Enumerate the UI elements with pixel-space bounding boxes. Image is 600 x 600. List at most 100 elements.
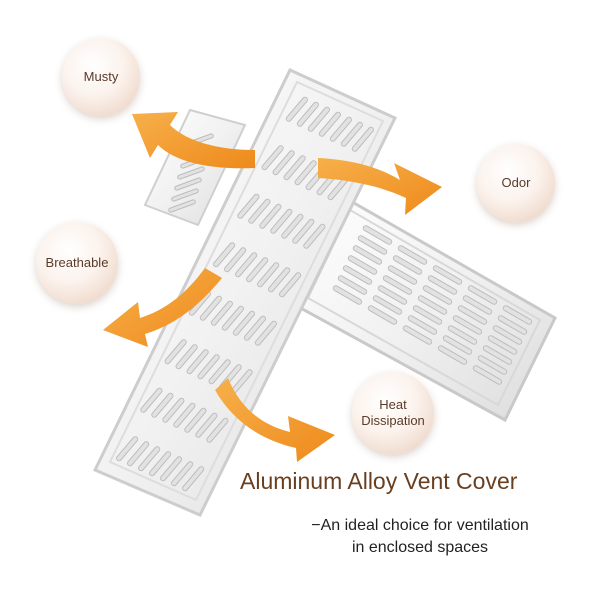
breathable-label: Breathable bbox=[45, 254, 109, 270]
vent-slot bbox=[259, 203, 282, 229]
vent-slot bbox=[213, 242, 236, 268]
vent-slot bbox=[351, 126, 374, 152]
vent-slot bbox=[261, 145, 284, 171]
vent-slot bbox=[243, 315, 266, 341]
vent-slot bbox=[417, 295, 448, 315]
vent-slot bbox=[162, 397, 185, 423]
vent-slot bbox=[377, 285, 408, 305]
vent-slot bbox=[294, 160, 317, 186]
vent-slot bbox=[224, 247, 247, 273]
vent-slot bbox=[342, 265, 373, 285]
vent-slot bbox=[182, 466, 205, 492]
vent-slot bbox=[318, 111, 341, 137]
vent-slot bbox=[407, 315, 438, 335]
vent-slot bbox=[397, 245, 428, 265]
vent-slot bbox=[208, 359, 231, 385]
heat-label-line1: Heat bbox=[379, 396, 407, 412]
vent-slot bbox=[340, 121, 363, 147]
vent-slot bbox=[171, 461, 194, 487]
vent-slot bbox=[221, 305, 244, 331]
vent-slot bbox=[171, 188, 199, 202]
vent-slot bbox=[502, 305, 533, 325]
vent-slot bbox=[116, 436, 139, 462]
vent-slot bbox=[272, 150, 295, 176]
vent-slot bbox=[307, 106, 330, 132]
vent-slot bbox=[254, 320, 277, 346]
vent-slot bbox=[237, 193, 260, 219]
vent-slot bbox=[487, 335, 518, 355]
vent-slot bbox=[447, 325, 478, 345]
vent-slot bbox=[197, 354, 220, 380]
vent-slot bbox=[477, 355, 508, 375]
vent-slot bbox=[452, 315, 483, 335]
vent-slot bbox=[257, 262, 280, 288]
vent-slot bbox=[138, 446, 161, 472]
vent-slot bbox=[442, 335, 473, 355]
vent-slot bbox=[392, 255, 423, 275]
vent-slot bbox=[422, 285, 453, 305]
vent-slot bbox=[174, 177, 202, 191]
vent-slot bbox=[232, 310, 255, 336]
vent-slot bbox=[432, 265, 463, 285]
vent-slot bbox=[175, 344, 198, 370]
vent-slot bbox=[177, 166, 205, 180]
vent-slot bbox=[372, 295, 403, 315]
vent-slot bbox=[206, 417, 229, 443]
vent-slot bbox=[248, 198, 271, 224]
product-title: Aluminum Alloy Vent Cover bbox=[240, 468, 518, 494]
arrow-icon bbox=[103, 112, 442, 462]
vent-slot bbox=[467, 285, 498, 305]
vent-slot bbox=[281, 213, 304, 239]
vent-slot bbox=[186, 349, 209, 375]
vent-slot bbox=[437, 345, 468, 365]
vent-slot bbox=[199, 295, 222, 321]
vent-slot bbox=[296, 101, 319, 127]
vent-slot bbox=[151, 392, 174, 418]
vent-slot bbox=[402, 325, 433, 345]
vent-slot bbox=[357, 235, 388, 255]
breathable-bubble: Breathable bbox=[36, 222, 118, 304]
musty-label: Musty bbox=[83, 68, 119, 84]
vent-slot bbox=[149, 451, 172, 477]
vent-slot bbox=[279, 272, 302, 298]
vent-slot bbox=[367, 305, 398, 325]
vent-slot bbox=[283, 155, 306, 181]
vent-slot bbox=[332, 285, 363, 305]
odor-label: Odor bbox=[501, 174, 531, 190]
vent-slot bbox=[329, 116, 352, 142]
vent-slot bbox=[472, 365, 503, 385]
musty-bubble: Musty bbox=[62, 38, 140, 116]
vent-slot bbox=[352, 245, 383, 265]
vent-slot bbox=[164, 339, 187, 365]
vent-slot bbox=[268, 267, 291, 293]
vent-slot bbox=[140, 387, 163, 413]
vent-slot bbox=[160, 456, 183, 482]
vent-slot bbox=[492, 325, 523, 345]
vent-slot bbox=[457, 305, 488, 325]
vent-slot bbox=[168, 199, 196, 213]
vent-slot bbox=[195, 412, 218, 438]
vent-slot bbox=[427, 275, 458, 295]
vent-slot bbox=[347, 255, 378, 275]
vent-slot bbox=[387, 265, 418, 285]
vent-slot bbox=[127, 441, 150, 467]
subtitle-line1: −An ideal choice for ventilation bbox=[311, 517, 529, 534]
vent-slot bbox=[173, 402, 196, 428]
vent-slot bbox=[210, 300, 233, 326]
heat-label-line2: Dissipation bbox=[361, 413, 425, 428]
vent-slot bbox=[292, 218, 315, 244]
vent-slot bbox=[362, 225, 393, 245]
vent-slot bbox=[246, 257, 269, 283]
vent-slot bbox=[270, 208, 293, 234]
vent-slot bbox=[337, 275, 368, 295]
vent-slot bbox=[382, 275, 413, 295]
vent-slot bbox=[482, 345, 513, 365]
subtitle-line2: in enclosed spaces bbox=[351, 538, 489, 556]
odor-bubble: Odor bbox=[477, 144, 555, 222]
heat-dissipation-bubble: Heat Dissipation bbox=[352, 372, 434, 454]
vent-slot bbox=[497, 315, 528, 335]
product-subtitle: −An ideal choice for ventilation in encl… bbox=[270, 515, 570, 558]
vent-slot bbox=[184, 407, 207, 433]
vent-slot bbox=[462, 295, 493, 315]
